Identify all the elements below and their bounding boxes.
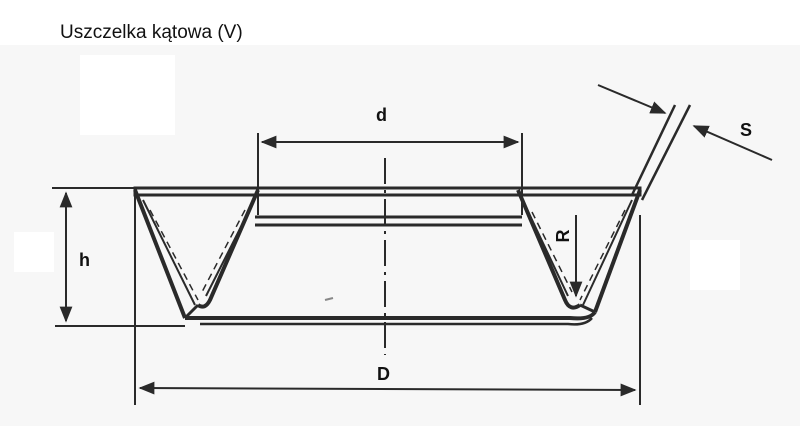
paper-patch [80,55,175,135]
D-label: D [377,364,390,384]
page-title: Uszczelka kątowa (V) [60,22,243,43]
stray-mark [324,297,334,301]
paper-patch [14,232,54,272]
h-label: h [79,250,90,270]
D-dimension [134,195,641,405]
s-extension-lines [630,104,692,201]
R-label: R [553,230,573,243]
seal-inner-plate [255,215,522,227]
right-v-profile [516,189,642,314]
S-label: S [740,120,752,140]
left-v-profile [133,189,260,320]
d-dimension [257,133,523,215]
S-dimension [597,84,773,161]
d-label: d [376,105,387,125]
h-dimension [52,187,185,327]
seal-bottom-edge [185,310,597,321]
seal-bottom-edge-inner [200,317,593,326]
paper-patch [690,240,740,290]
